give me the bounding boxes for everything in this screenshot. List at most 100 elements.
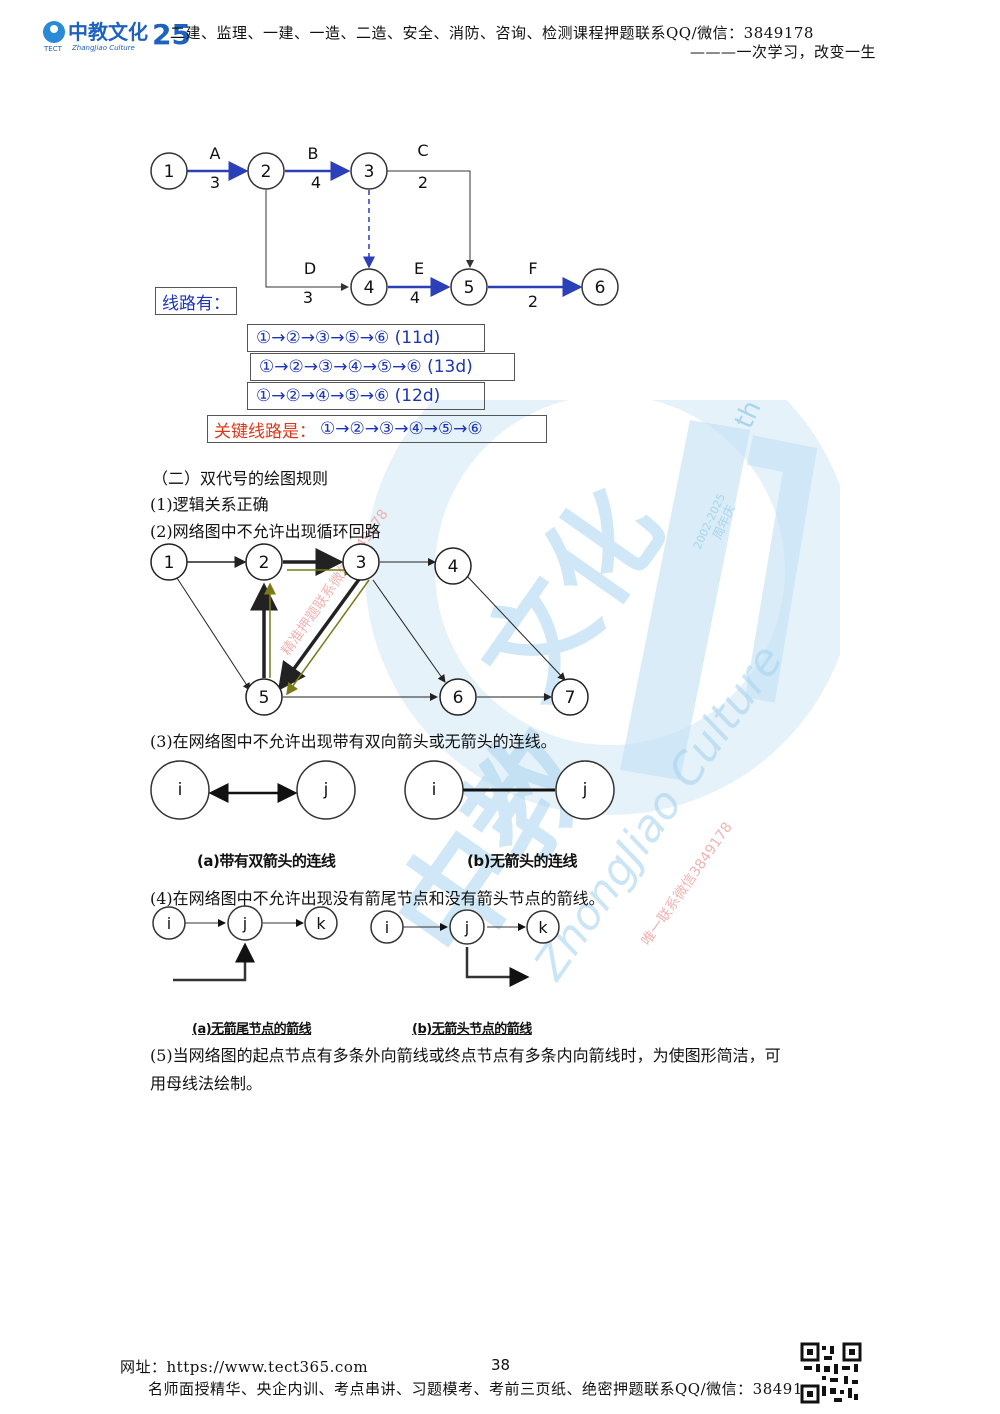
node-label: 6 [453, 688, 464, 708]
qr-code [800, 1342, 862, 1404]
network-diagram-1: 1 2 3 4 5 6 A 3 B 4 C 2 D 3 E 4 F 2 [140, 135, 640, 320]
caption-b: (b)无箭头的连线 [467, 852, 577, 870]
node-label: 2 [259, 553, 270, 573]
logo-text: 中教文化 [68, 20, 148, 44]
rule-2: (2)网络图中不允许出现循环回路 [150, 522, 381, 541]
node-label: 1 [164, 553, 175, 573]
node-j [555, 760, 615, 820]
node-3 [350, 152, 388, 190]
route-3: ①→②→④→⑤→⑥ (12d) [247, 382, 485, 410]
activity-duration: 3 [210, 173, 220, 192]
caption-b: (b)无箭头节点的箭线 [412, 1022, 532, 1037]
node-label: j [464, 918, 469, 937]
node-label: i [167, 914, 171, 933]
node-j [449, 909, 485, 945]
node-label: 2 [261, 162, 272, 182]
node-7 [551, 678, 589, 716]
node-5 [450, 268, 488, 306]
header-logo: 中教文化 TECT ZhangJiao Culture 25 [40, 14, 191, 54]
watermark-red-2: 唯一联系微信3849178 [639, 820, 736, 949]
activity-name: F [528, 259, 537, 278]
route-1: ①→②→③→⑤→⑥ (11d) [247, 324, 485, 352]
rule-5-line2: 用母线法绘制。 [150, 1074, 263, 1093]
node-label: 5 [464, 278, 475, 298]
arrow-c [387, 170, 474, 268]
arrow-1-5 [176, 577, 251, 691]
node-6 [581, 268, 619, 306]
footer-website[interactable]: 网址：https://www.tect365.com [120, 1358, 369, 1376]
arrow-no-head [465, 947, 530, 987]
node-k [304, 906, 338, 940]
node-1 [150, 543, 188, 581]
footer-line2: 名师面授精华、央企内训、考点串讲、习题模考、考前三页纸、绝密押题联系QQ/微信：… [148, 1380, 823, 1398]
rule-4: (4)在网络图中不允许出现没有箭尾节点和没有箭头节点的箭线。 [150, 889, 605, 908]
node-2 [247, 152, 285, 190]
node-label: j [242, 914, 247, 933]
header-line1: 二建、监理、一建、一造、二造、安全、消防、咨询、检测课程押题联系QQ/微信：38… [170, 24, 814, 42]
watermark-years: 2002-2025 [691, 491, 728, 551]
caption-a: (a)带有双箭头的连线 [197, 852, 336, 870]
activity-duration: 2 [418, 173, 428, 192]
node-label: k [538, 918, 548, 937]
node-4 [434, 547, 472, 585]
node-label: 3 [356, 553, 367, 573]
route-2: ①→②→③→④→⑤→⑥ (13d) [250, 353, 515, 381]
activity-name: D [304, 259, 316, 278]
arrow-no-tail [173, 942, 255, 982]
diagram-arrow-types: i j i j [145, 755, 625, 875]
network-diagram-loop: 1 2 3 4 5 6 7 [145, 540, 615, 720]
node-label: 6 [595, 278, 606, 298]
watermark-th: th [729, 400, 767, 433]
arrow-3-5 [277, 576, 362, 691]
critical-path-box: 关键线路是： ①→②→③→④→⑤→⑥ [207, 415, 547, 443]
node-label: i [178, 780, 183, 800]
header-line2: ———一次学习，改变一生 [690, 43, 877, 61]
activity-duration: 4 [311, 173, 321, 192]
critical-path: ①→②→③→④→⑤→⑥ [320, 419, 483, 439]
node-label: j [582, 780, 588, 800]
node-1 [150, 152, 188, 190]
node-label: j [323, 780, 329, 800]
arrow-4-7 [466, 575, 566, 681]
activity-name: E [414, 259, 424, 278]
rule-3: (3)在网络图中不允许出现带有双向箭头或无箭头的连线。 [150, 732, 557, 751]
activity-name: C [417, 141, 428, 160]
logo-en: ZhangJiao Culture [71, 44, 135, 52]
logo-sub: TECT [43, 45, 63, 53]
critical-label: 关键线路是： [214, 421, 316, 442]
caption-a: (a)无箭尾节点的箭线 [192, 1022, 312, 1037]
activity-name: A [210, 144, 221, 163]
node-k [526, 910, 560, 944]
logo-number: 25 [152, 18, 190, 51]
node-3 [342, 543, 380, 581]
activity-duration: 2 [528, 292, 538, 311]
arrow-3-6 [372, 579, 446, 683]
node-label: 3 [364, 162, 375, 182]
node-label: 4 [364, 278, 375, 298]
loop-arrow [286, 579, 370, 696]
node-label: 5 [259, 688, 270, 708]
node-i [370, 910, 404, 944]
activity-duration: 4 [410, 288, 420, 307]
node-j [227, 905, 263, 941]
node-4 [350, 268, 388, 306]
section-title: （二）双代号的绘图规则 [152, 469, 329, 488]
activity-duration: 3 [303, 288, 313, 307]
diagram-dangling-arrows: i j k i j k [145, 905, 575, 995]
activity-name: B [308, 144, 319, 163]
node-6 [439, 678, 477, 716]
node-label: 4 [448, 557, 459, 577]
node-label: k [316, 914, 326, 933]
node-label: i [385, 918, 389, 937]
arrow-d [265, 190, 349, 291]
node-i [152, 906, 186, 940]
rule-5-line1: (5)当网络图的起点节点有多条外向箭线或终点节点有多条内向箭线时，为使图形简洁，… [150, 1046, 781, 1065]
rule-1: (1)逻辑关系正确 [150, 495, 269, 514]
page-number: 38 [491, 1356, 511, 1374]
node-label: 1 [164, 162, 175, 182]
node-2 [245, 543, 283, 581]
node-5 [245, 678, 283, 716]
watermark-anniv: 周年庆 [710, 503, 738, 542]
routes-label: 线路有： [155, 287, 237, 315]
node-label: i [432, 780, 437, 800]
